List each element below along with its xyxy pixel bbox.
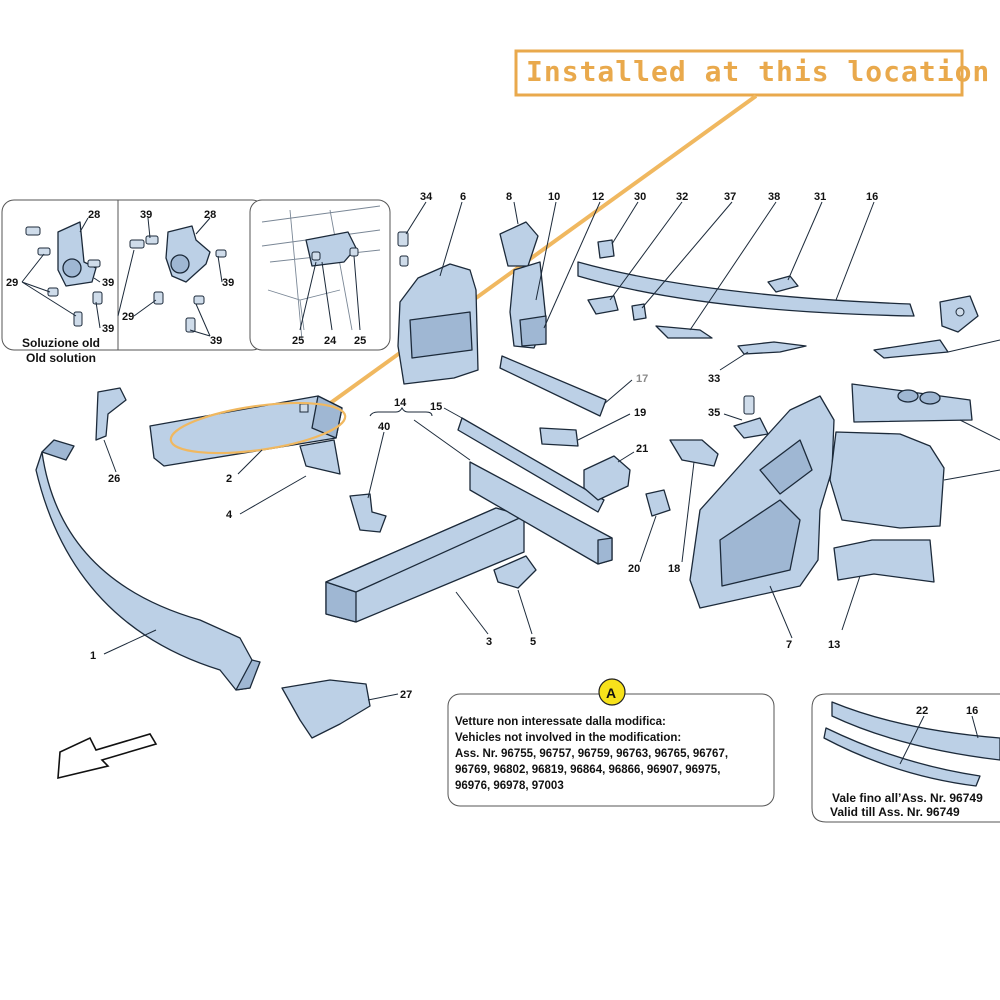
old-solution-label-it: Soluzione old (22, 336, 100, 350)
label-21: 21 (636, 443, 648, 455)
part-7-side-structure: 7 (689, 395, 835, 651)
part-4-bracket: 4 (226, 439, 341, 521)
banner-text: Installed at this location (526, 55, 990, 88)
label-26: 26 (108, 473, 120, 485)
label-31: 31 (814, 191, 826, 203)
part-33-bracket: 33 (708, 341, 807, 385)
label-15: 15 (430, 401, 442, 413)
callout-a-line2: Vehicles not involved in the modificatio… (455, 732, 681, 744)
label-3: 3 (486, 636, 492, 648)
part-16-upper-arc: 16 (577, 191, 915, 317)
part-31-bracket: 31 (767, 191, 826, 293)
direction-arrow (57, 733, 158, 780)
label-20: 20 (628, 563, 640, 575)
label-39: 39 (222, 277, 234, 289)
highlight-leader-line (316, 94, 758, 414)
label-5: 5 (530, 636, 536, 648)
label-32: 32 (676, 191, 688, 203)
part-20-block: 20 (628, 489, 671, 575)
label-37: 37 (724, 191, 736, 203)
label-38: 38 (768, 191, 780, 203)
label-19: 19 (634, 407, 646, 419)
label-16: 16 (966, 705, 978, 717)
installed-location-banner: Installed at this location (514, 49, 990, 97)
highlight-ellipse (169, 401, 347, 455)
label-39: 39 (210, 335, 222, 347)
label-13: 13 (828, 639, 840, 651)
part-35-fastener: 35 (708, 395, 769, 439)
part-right-strip (873, 339, 1000, 359)
part-14-cross-tube (469, 461, 613, 565)
label-16: 16 (866, 191, 878, 203)
label-1: 1 (90, 650, 96, 662)
label-29: 29 (6, 277, 18, 289)
label-6: 6 (460, 191, 466, 203)
label-30: 30 (634, 191, 646, 203)
label-10: 10 (548, 191, 560, 203)
part-21-block: 21 (583, 443, 648, 501)
label-28: 28 (204, 209, 216, 221)
label-29: 29 (122, 311, 134, 323)
callout-a-line3: Ass. Nr. 96755, 96757, 96759, 96763, 967… (455, 748, 728, 760)
label-34: 34 (420, 191, 433, 203)
part-15-bar: 15 (430, 401, 605, 513)
inset-old-solution: 28 29 39 39 39 28 29 39 39 Soluzione old… (1, 199, 265, 365)
label-27: 27 (400, 689, 412, 701)
label-7: 7 (786, 639, 792, 651)
part-32-clip: 32 (587, 191, 688, 315)
inset-valid-till: 22 16 Vale fino all’Ass. Nr. 96749 Valid… (811, 693, 1000, 823)
callout-a-badge: A (606, 685, 616, 701)
part-wheel-arch-liner (829, 383, 1000, 529)
label-40: 40 (378, 421, 390, 433)
label-39: 39 (102, 277, 114, 289)
label-33: 33 (708, 373, 720, 385)
part-40-bracket: 40 14 (349, 397, 471, 533)
part-upper-right-bracket (939, 295, 979, 333)
label-2: 2 (226, 473, 232, 485)
part-18-bracket: 18 (668, 439, 719, 575)
part-17-bar: 17 (499, 355, 648, 417)
label-24: 24 (324, 335, 337, 347)
label-8: 8 (506, 191, 512, 203)
callout-a-line1: Vetture non interessate dalla modifica: (455, 716, 666, 728)
part-34-fastener: 34 (397, 191, 433, 267)
part-26-bracket: 26 (95, 387, 127, 485)
label-35: 35 (708, 407, 720, 419)
part-19-bracket: 19 (539, 407, 646, 447)
label-28: 28 (88, 209, 100, 221)
label-14: 14 (394, 397, 407, 409)
part-5-bracket: 5 (493, 555, 537, 648)
label-12: 12 (592, 191, 604, 203)
part-37-clip: 37 (631, 191, 736, 321)
part-2-crossmember: 2 (149, 395, 347, 485)
label-25: 25 (292, 335, 304, 347)
label-39: 39 (140, 209, 152, 221)
label-22: 22 (916, 705, 928, 717)
valid-till-label-it: Vale fino all’Ass. Nr. 96749 (832, 791, 983, 805)
callout-a: A Vetture non interessate dalla modifica… (447, 678, 775, 807)
part-27-guard: 27 (281, 679, 412, 739)
valid-till-label-en: Valid till Ass. Nr. 96749 (830, 805, 960, 819)
label-4: 4 (226, 509, 233, 521)
label-17: 17 (636, 373, 648, 385)
label-18: 18 (668, 563, 680, 575)
part-1-bumper-beam: 1 (35, 439, 261, 691)
label-39: 39 (102, 323, 114, 335)
part-30-clip: 30 (597, 191, 646, 259)
part-8-panel: 8 (499, 191, 539, 267)
label-25: 25 (354, 335, 366, 347)
old-solution-label-en: Old solution (26, 351, 96, 365)
part-13-duct: 13 (828, 539, 935, 651)
callout-a-line5: 96976, 96978, 97003 (455, 780, 564, 792)
callout-a-line4: 96769, 96802, 96819, 96864, 96866, 96907… (455, 764, 720, 776)
inset-mounting-detail: 25 24 25 (249, 199, 391, 351)
part-6-support: 6 (397, 191, 479, 385)
part-38-bracket: 38 (655, 191, 780, 339)
part-3-rail: 3 (325, 507, 525, 648)
part-12-plate: 12 (519, 191, 604, 347)
